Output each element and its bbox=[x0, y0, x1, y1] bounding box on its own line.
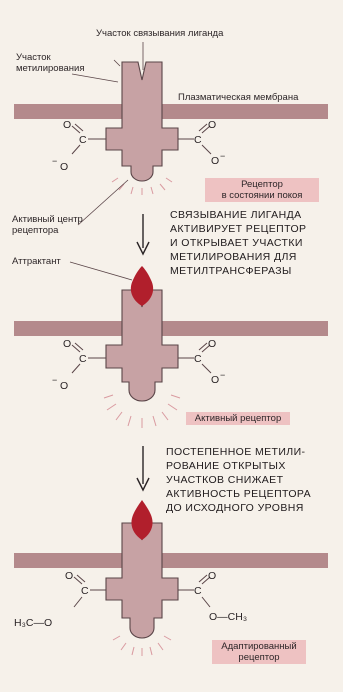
binding-site-label: Участок связывания лиганда bbox=[96, 28, 223, 39]
oxygen-label: O bbox=[63, 119, 71, 131]
oxygen-label: O bbox=[63, 338, 71, 350]
receptor-resting bbox=[72, 62, 211, 195]
adapted-receptor-tag: Адаптированный рецептор bbox=[212, 640, 306, 664]
step2-caption: ПОСТЕПЕННОЕ МЕТИЛИ- РОВАНИЕ ОТКРЫТЫХ УЧА… bbox=[166, 445, 311, 515]
active-center-glow bbox=[113, 636, 171, 656]
carbon-label: C bbox=[194, 353, 202, 365]
carbon-label: C bbox=[79, 134, 87, 146]
plasma-membrane-1 bbox=[14, 104, 328, 119]
receptor-adapted bbox=[74, 500, 210, 656]
resting-receptor-tag: Рецептор в состоянии покоя bbox=[205, 178, 319, 202]
active-center-label: Активный центр рецептора bbox=[12, 214, 83, 236]
active-receptor-tag: Активный рецептор bbox=[186, 412, 290, 425]
minus-sign: − bbox=[220, 151, 225, 161]
methylation-site-label: Участок метилирования bbox=[16, 52, 85, 74]
attractant-label: Аттрактант bbox=[12, 256, 61, 267]
plasma-membrane-2 bbox=[14, 321, 328, 336]
carbon-label: C bbox=[79, 353, 87, 365]
plasma-membrane-3 bbox=[14, 553, 328, 568]
plasma-membrane-label: Плазматическая мембрана bbox=[178, 92, 298, 103]
carbon-label: C bbox=[81, 585, 89, 597]
receptor-active bbox=[72, 266, 211, 428]
minus-sign: − bbox=[52, 156, 57, 166]
receptor-body bbox=[106, 62, 178, 181]
oxygen-label: O bbox=[208, 119, 216, 131]
receptor-body bbox=[106, 523, 178, 638]
minus-sign: − bbox=[52, 375, 57, 385]
oxygen-minus-label: O bbox=[60, 161, 68, 173]
oxygen-minus-label: O bbox=[211, 155, 219, 167]
step1-caption: СВЯЗЫВАНИЕ ЛИГАНДА АКТИВИРУЕТ РЕЦЕПТОР И… bbox=[170, 208, 306, 278]
receptor-body bbox=[106, 290, 178, 401]
minus-sign: − bbox=[220, 370, 225, 380]
oxygen-label: O bbox=[208, 338, 216, 350]
oxygen-minus-label: O bbox=[211, 374, 219, 386]
carbon-label: C bbox=[194, 585, 202, 597]
oxygen-label: O bbox=[208, 570, 216, 582]
methoxy-right-label: O—CH₃ bbox=[209, 611, 247, 623]
oxygen-label: O bbox=[65, 570, 73, 582]
carbon-label: C bbox=[194, 134, 202, 146]
oxygen-minus-label: O bbox=[60, 380, 68, 392]
methoxy-left-label: H₃C—O bbox=[14, 617, 52, 629]
